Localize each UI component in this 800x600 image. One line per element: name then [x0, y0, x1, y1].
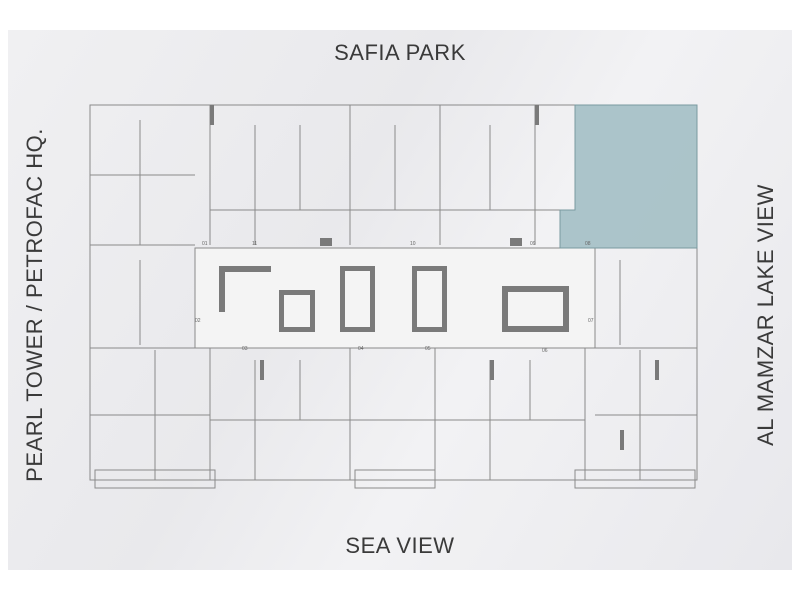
unit-number: 10	[410, 241, 416, 247]
unit-number: 08	[585, 241, 591, 247]
core-walls	[210, 105, 659, 450]
unit-number: 04	[358, 346, 364, 352]
west-label: PEARL TOWER / PETROFAC HQ.	[22, 128, 47, 482]
building-outline	[89, 104, 698, 481]
unit-number: 07	[588, 318, 594, 324]
unit-number: 01	[202, 241, 208, 247]
unit-number: 02	[195, 318, 201, 324]
unit-number: 06	[542, 348, 548, 354]
unit-number: 11	[252, 241, 257, 247]
highlighted-unit	[559, 104, 698, 249]
north-label: SAFIA PARK	[334, 40, 466, 65]
south-label: SEA VIEW	[345, 533, 455, 558]
unit-number: 09	[530, 241, 536, 247]
unit-number: 03	[242, 346, 248, 352]
east-label: AL MAMZAR LAKE VIEW	[753, 184, 778, 446]
unit-number: 05	[425, 346, 431, 352]
corridor	[194, 247, 596, 349]
